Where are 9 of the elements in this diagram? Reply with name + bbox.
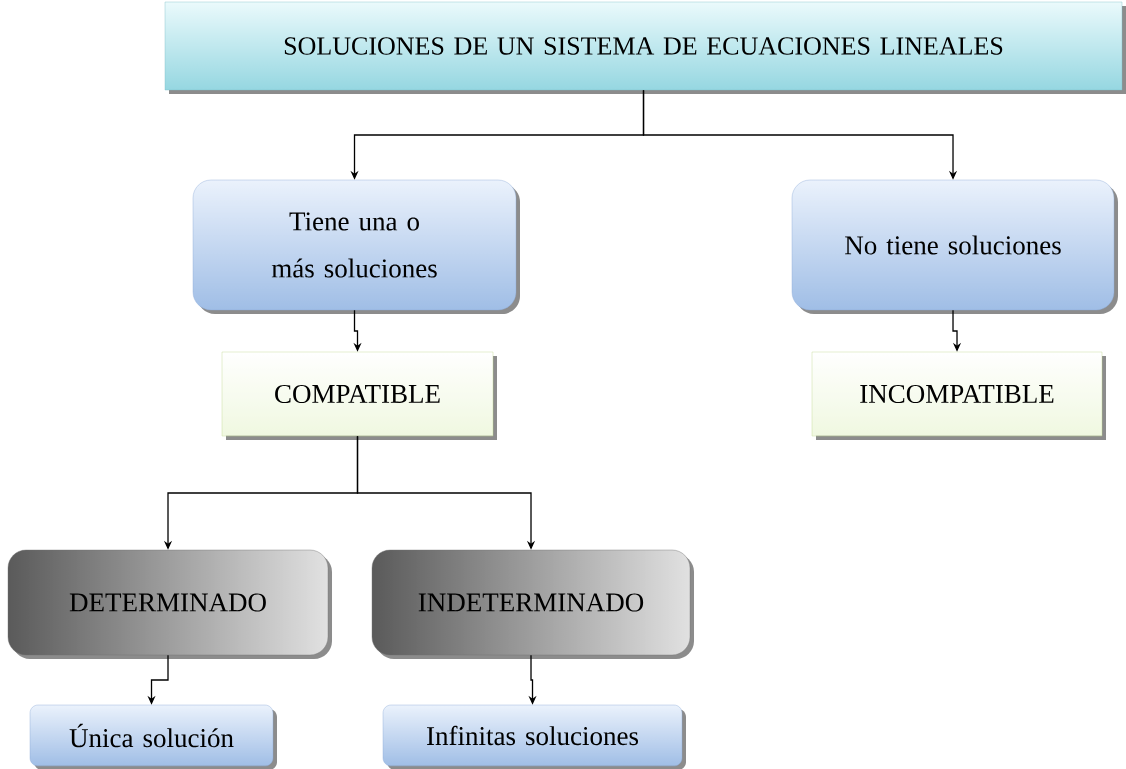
title-banner: SOLUCIONES DE UN SISTEMA DE ECUACIONES LINEALES	[164, 1, 1126, 94]
label-box: INCOMPATIBLE	[811, 351, 1106, 440]
rounded-box: No tiene soluciones	[791, 179, 1118, 314]
rounded-box: DETERMINADO	[7, 549, 332, 659]
rounded-box: Única solución	[29, 704, 277, 769]
label-box: COMPATIBLE	[221, 351, 497, 440]
rounded-box: Infinitas soluciones	[382, 704, 686, 769]
rounded-box: INDETERMINADO	[371, 549, 694, 659]
rounded-box: Tiene una o más soluciones	[192, 179, 520, 314]
